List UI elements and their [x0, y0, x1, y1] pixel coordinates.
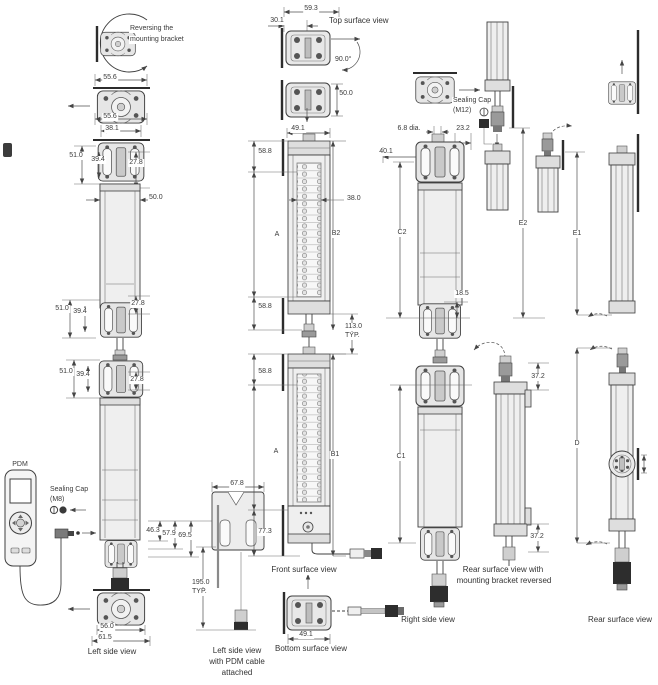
dim-113-0: 113.0	[344, 323, 363, 331]
lens-array-upper	[296, 162, 322, 298]
mini-bracket-icon	[3, 143, 12, 157]
dim-C1: C1	[395, 453, 407, 461]
label-rear-reversed-line2: mounting bracket reversed	[455, 576, 553, 586]
sealing-cap-m12-label-line2: (M12)	[452, 107, 473, 115]
pdm-remote	[4, 469, 96, 606]
dim-69-5: 69.5	[177, 532, 193, 540]
dim-49-1-bottom: 49.1	[298, 631, 314, 639]
dim-59-3: 59.3	[303, 5, 319, 13]
dim-51-0-low: 51.0	[58, 368, 74, 376]
sealing-cap-m8-label-line1: Sealing Cap	[49, 486, 90, 494]
reversing-note-line2: mounting bracket	[129, 36, 185, 44]
dim-A-lower: A	[272, 448, 280, 456]
dim-37-2-top: 37.2	[530, 373, 546, 381]
rear-mid-partial	[535, 123, 612, 316]
front-upper-segment	[248, 133, 358, 355]
label-left-side-pdm-line3: attached	[220, 668, 254, 678]
dim-67-8: 67.8	[229, 480, 245, 488]
dim-38-0: 38.0	[346, 195, 362, 203]
rear-top-partial-assembly	[479, 21, 545, 319]
dim-27-8-low: 27.8	[129, 376, 145, 384]
dim-49-1-top: 49.1	[290, 125, 306, 133]
dim-B2: B2	[330, 230, 342, 238]
label-left-side-view: Left side view	[86, 647, 138, 657]
rear-surface-view-drawing	[574, 30, 647, 591]
dim-195-0-typ: TYP.	[191, 588, 208, 596]
pdm-plug	[54, 528, 69, 539]
left-upper-segment	[62, 139, 152, 339]
pdm-label: PDM	[11, 461, 29, 469]
dim-50-0-left: 50.0	[148, 194, 164, 202]
dim-58-8-b: 58.8	[257, 303, 273, 311]
dim-C2: C2	[396, 229, 408, 237]
dim-18-5: 18.5	[454, 290, 470, 298]
dim-55-6-bracket: 55.6	[102, 74, 118, 82]
rear-reversed-view-drawing	[473, 341, 549, 574]
reversing-note-line1: Reversing the	[129, 25, 175, 33]
pdm-screen	[9, 478, 32, 504]
dim-57-9: 57.9	[161, 530, 177, 538]
dim-A-upper: A	[273, 231, 281, 239]
dim-58-8-a: 58.8	[257, 148, 273, 156]
dim-56-0: 56.0	[99, 623, 115, 631]
bottom-surface-view-drawing	[282, 574, 404, 644]
label-rear-surface-view: Rear surface view	[586, 615, 654, 625]
dim-B1: B1	[329, 451, 341, 459]
dim-39-4-top: 39.4	[90, 156, 106, 164]
dim-38-1: 38.1	[104, 125, 120, 133]
dim-90-0-deg: 90.0°	[334, 56, 353, 64]
sealing-cap-m12-label-line1: Sealing Cap	[452, 97, 493, 105]
dim-77-3: 77.3	[257, 528, 273, 536]
cap-closed-icon	[59, 506, 67, 514]
dim-50-0-top-view: 50.0	[338, 90, 354, 98]
pdm-cable	[19, 538, 62, 606]
dim-51-0-top: 51.0	[68, 152, 84, 160]
label-front-surface-view: Front surface view	[270, 565, 338, 575]
front-lower-segment	[248, 346, 382, 559]
dim-61-5: 61.5	[97, 634, 113, 642]
dim-37-2-bottom: 37.2	[529, 533, 545, 541]
dim-195-0: 195.0	[191, 579, 211, 587]
sealing-cap-m8-icons	[49, 505, 86, 515]
dim-30-1: 30.1	[269, 17, 285, 25]
dim-27-8-top: 27.8	[128, 159, 144, 167]
dim-23-2: 23.2	[455, 125, 471, 133]
dim-39-4-mid: 39.4	[72, 308, 88, 316]
dim-58-8-c: 58.8	[257, 368, 273, 376]
dim-39-4-low: 39.4	[75, 371, 91, 379]
dim-40-1: 40.1	[378, 148, 394, 156]
dim-46-3: 46.3	[145, 527, 161, 535]
left-inter-cable	[112, 338, 128, 361]
left-lower-segment	[66, 359, 230, 589]
top-surface-views	[268, 7, 361, 138]
reversing-bracket-illustration	[95, 13, 148, 73]
dim-55-6: 55.6	[102, 113, 118, 121]
dim-E1: E1	[571, 230, 583, 238]
sealing-cap-m8-label-line2: (M8)	[49, 496, 66, 504]
dim-E2: E2	[517, 220, 529, 228]
right-side-view-drawing	[382, 72, 480, 608]
lens-array-lower	[296, 373, 322, 503]
label-rear-reversed-line1: Rear surface view with	[461, 565, 545, 575]
dim-113-0-typ: TYP.	[344, 332, 361, 340]
label-top-surface-view: Top surface view	[328, 16, 390, 26]
dim-27-8-mid: 27.8	[130, 300, 146, 308]
dim-51-0-mid: 51.0	[54, 305, 70, 313]
label-left-side-pdm-line2: with PDM cable	[208, 657, 266, 667]
label-right-side-view: Right side view	[400, 615, 456, 625]
label-left-side-pdm-line1: Left side view	[211, 646, 263, 656]
dim-6-8-dia: 6.8 dia.	[396, 125, 422, 133]
label-bottom-surface-view: Bottom surface view	[273, 644, 349, 654]
dim-D: D	[573, 440, 581, 448]
